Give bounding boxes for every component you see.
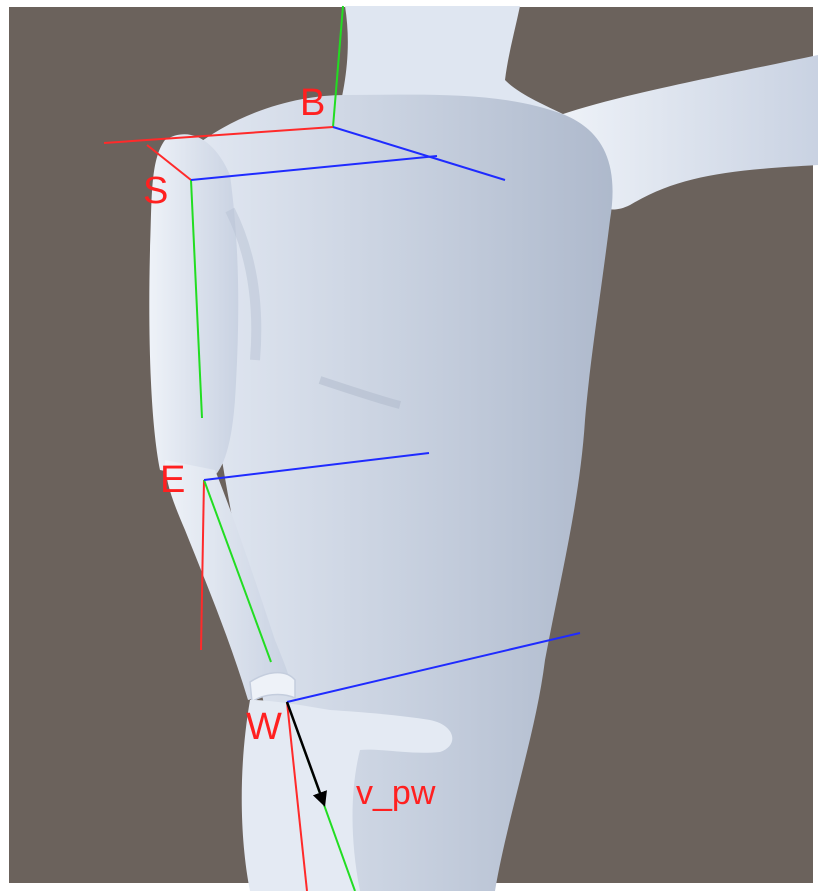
label-elbow: E — [160, 459, 185, 501]
label-shoulder: S — [143, 170, 168, 212]
label-velocity: v_pw — [356, 774, 436, 812]
label-wrist: W — [246, 706, 282, 748]
label-base: B — [300, 82, 325, 124]
